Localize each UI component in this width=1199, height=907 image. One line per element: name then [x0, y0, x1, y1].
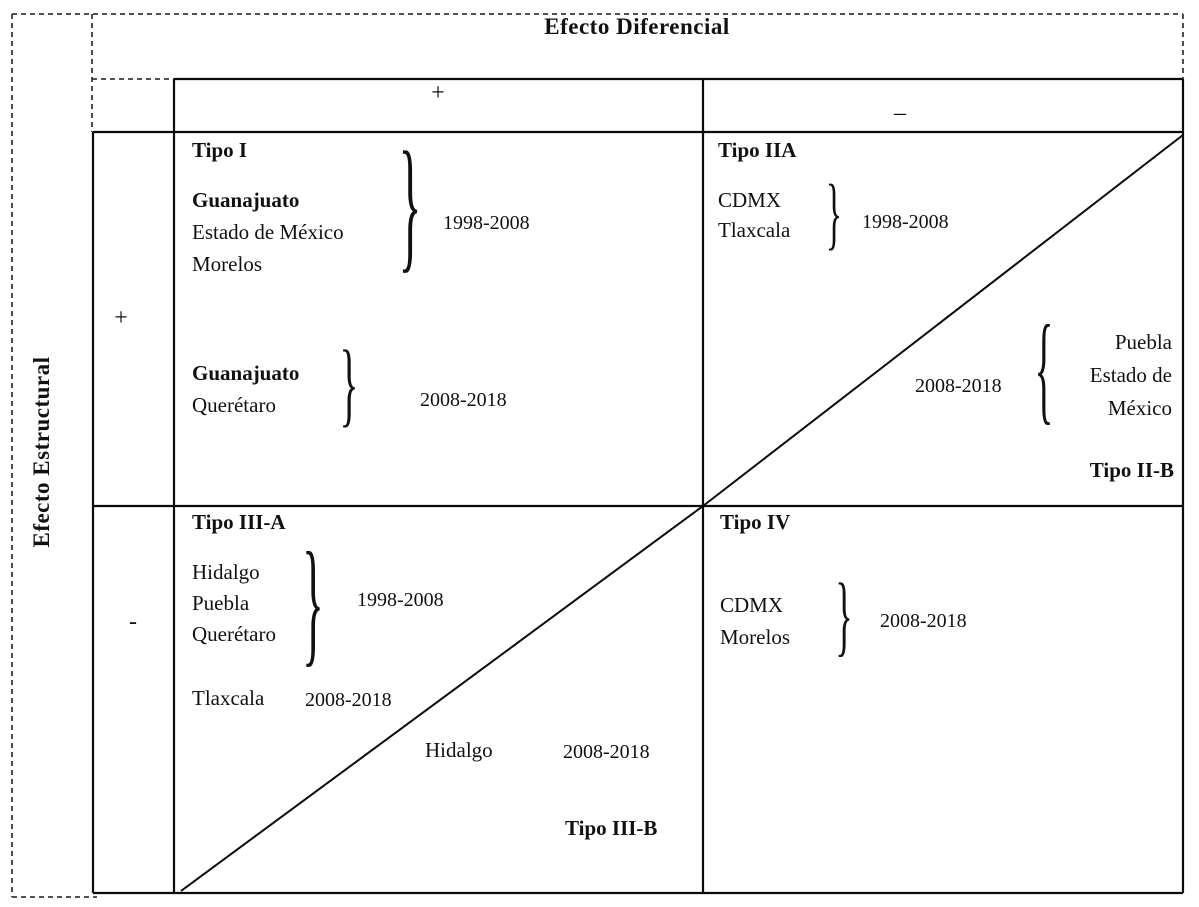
state-label: Puebla	[1114, 330, 1172, 354]
period-label: 2008-2018	[305, 689, 392, 711]
period-label: 2008-2018	[915, 375, 1002, 397]
top-axis-negative-sign: –	[894, 100, 906, 126]
period-label: 1998-2008	[357, 589, 444, 611]
state-label: México	[1107, 396, 1172, 420]
dashed-frame	[11, 13, 1184, 898]
state-label: CDMX	[718, 188, 782, 212]
state-label: Hidalgo	[192, 560, 260, 584]
period-label: 2008-2018	[563, 741, 650, 763]
left-axis-negative-sign: -	[129, 609, 137, 635]
state-label: Morelos	[720, 625, 790, 649]
group-brace: }	[302, 524, 324, 680]
group-brace: }	[398, 122, 422, 287]
period-label: 1998-2008	[862, 211, 949, 233]
state-label: Guanajuato	[192, 361, 300, 385]
period-label: 2008-2018	[420, 389, 507, 411]
state-label: Tlaxcala	[718, 218, 791, 242]
quadrant-label-tipo-i: Tipo I	[192, 138, 248, 162]
state-label: Guanajuato	[192, 188, 300, 212]
period-label: 1998-2008	[443, 212, 530, 234]
top-axis-title: Efecto Diferencial	[544, 14, 730, 39]
group-brace: }	[339, 332, 359, 437]
group-brace: }	[835, 566, 853, 666]
state-label: Puebla	[192, 591, 250, 615]
state-label: Estado de	[1089, 363, 1172, 387]
state-label: Morelos	[192, 252, 262, 276]
left-axis-positive-sign: +	[114, 305, 128, 331]
state-label: CDMX	[720, 593, 784, 617]
quadrant-label-tipo-iii-b: Tipo III-B	[565, 816, 658, 840]
quadrant-label-tipo-iii-a: Tipo III-A	[192, 510, 286, 534]
top-axis-positive-sign: +	[431, 80, 445, 106]
left-axis-title: Efecto Estructural	[29, 356, 54, 548]
state-label: Querétaro	[192, 393, 276, 417]
group-brace: }	[825, 169, 843, 258]
state-label: Hidalgo	[425, 738, 493, 762]
state-list: Puebla Estado de México	[1090, 326, 1172, 425]
quadrant-label-tipo-iv: Tipo IV	[720, 510, 791, 534]
matrix-borders	[91, 77, 1185, 895]
period-label: 2008-2018	[880, 610, 967, 632]
group-brace: {	[1034, 300, 1054, 436]
state-label: Estado de México	[192, 220, 344, 244]
quadrant-label-tipo-ii-b: Tipo II-B	[1089, 458, 1174, 482]
quadrant-label-tipo-iia: Tipo IIA	[718, 138, 797, 162]
state-label: Tlaxcala	[192, 686, 265, 710]
state-label: Querétaro	[192, 622, 276, 646]
diagonal-divider-line	[180, 134, 1184, 892]
